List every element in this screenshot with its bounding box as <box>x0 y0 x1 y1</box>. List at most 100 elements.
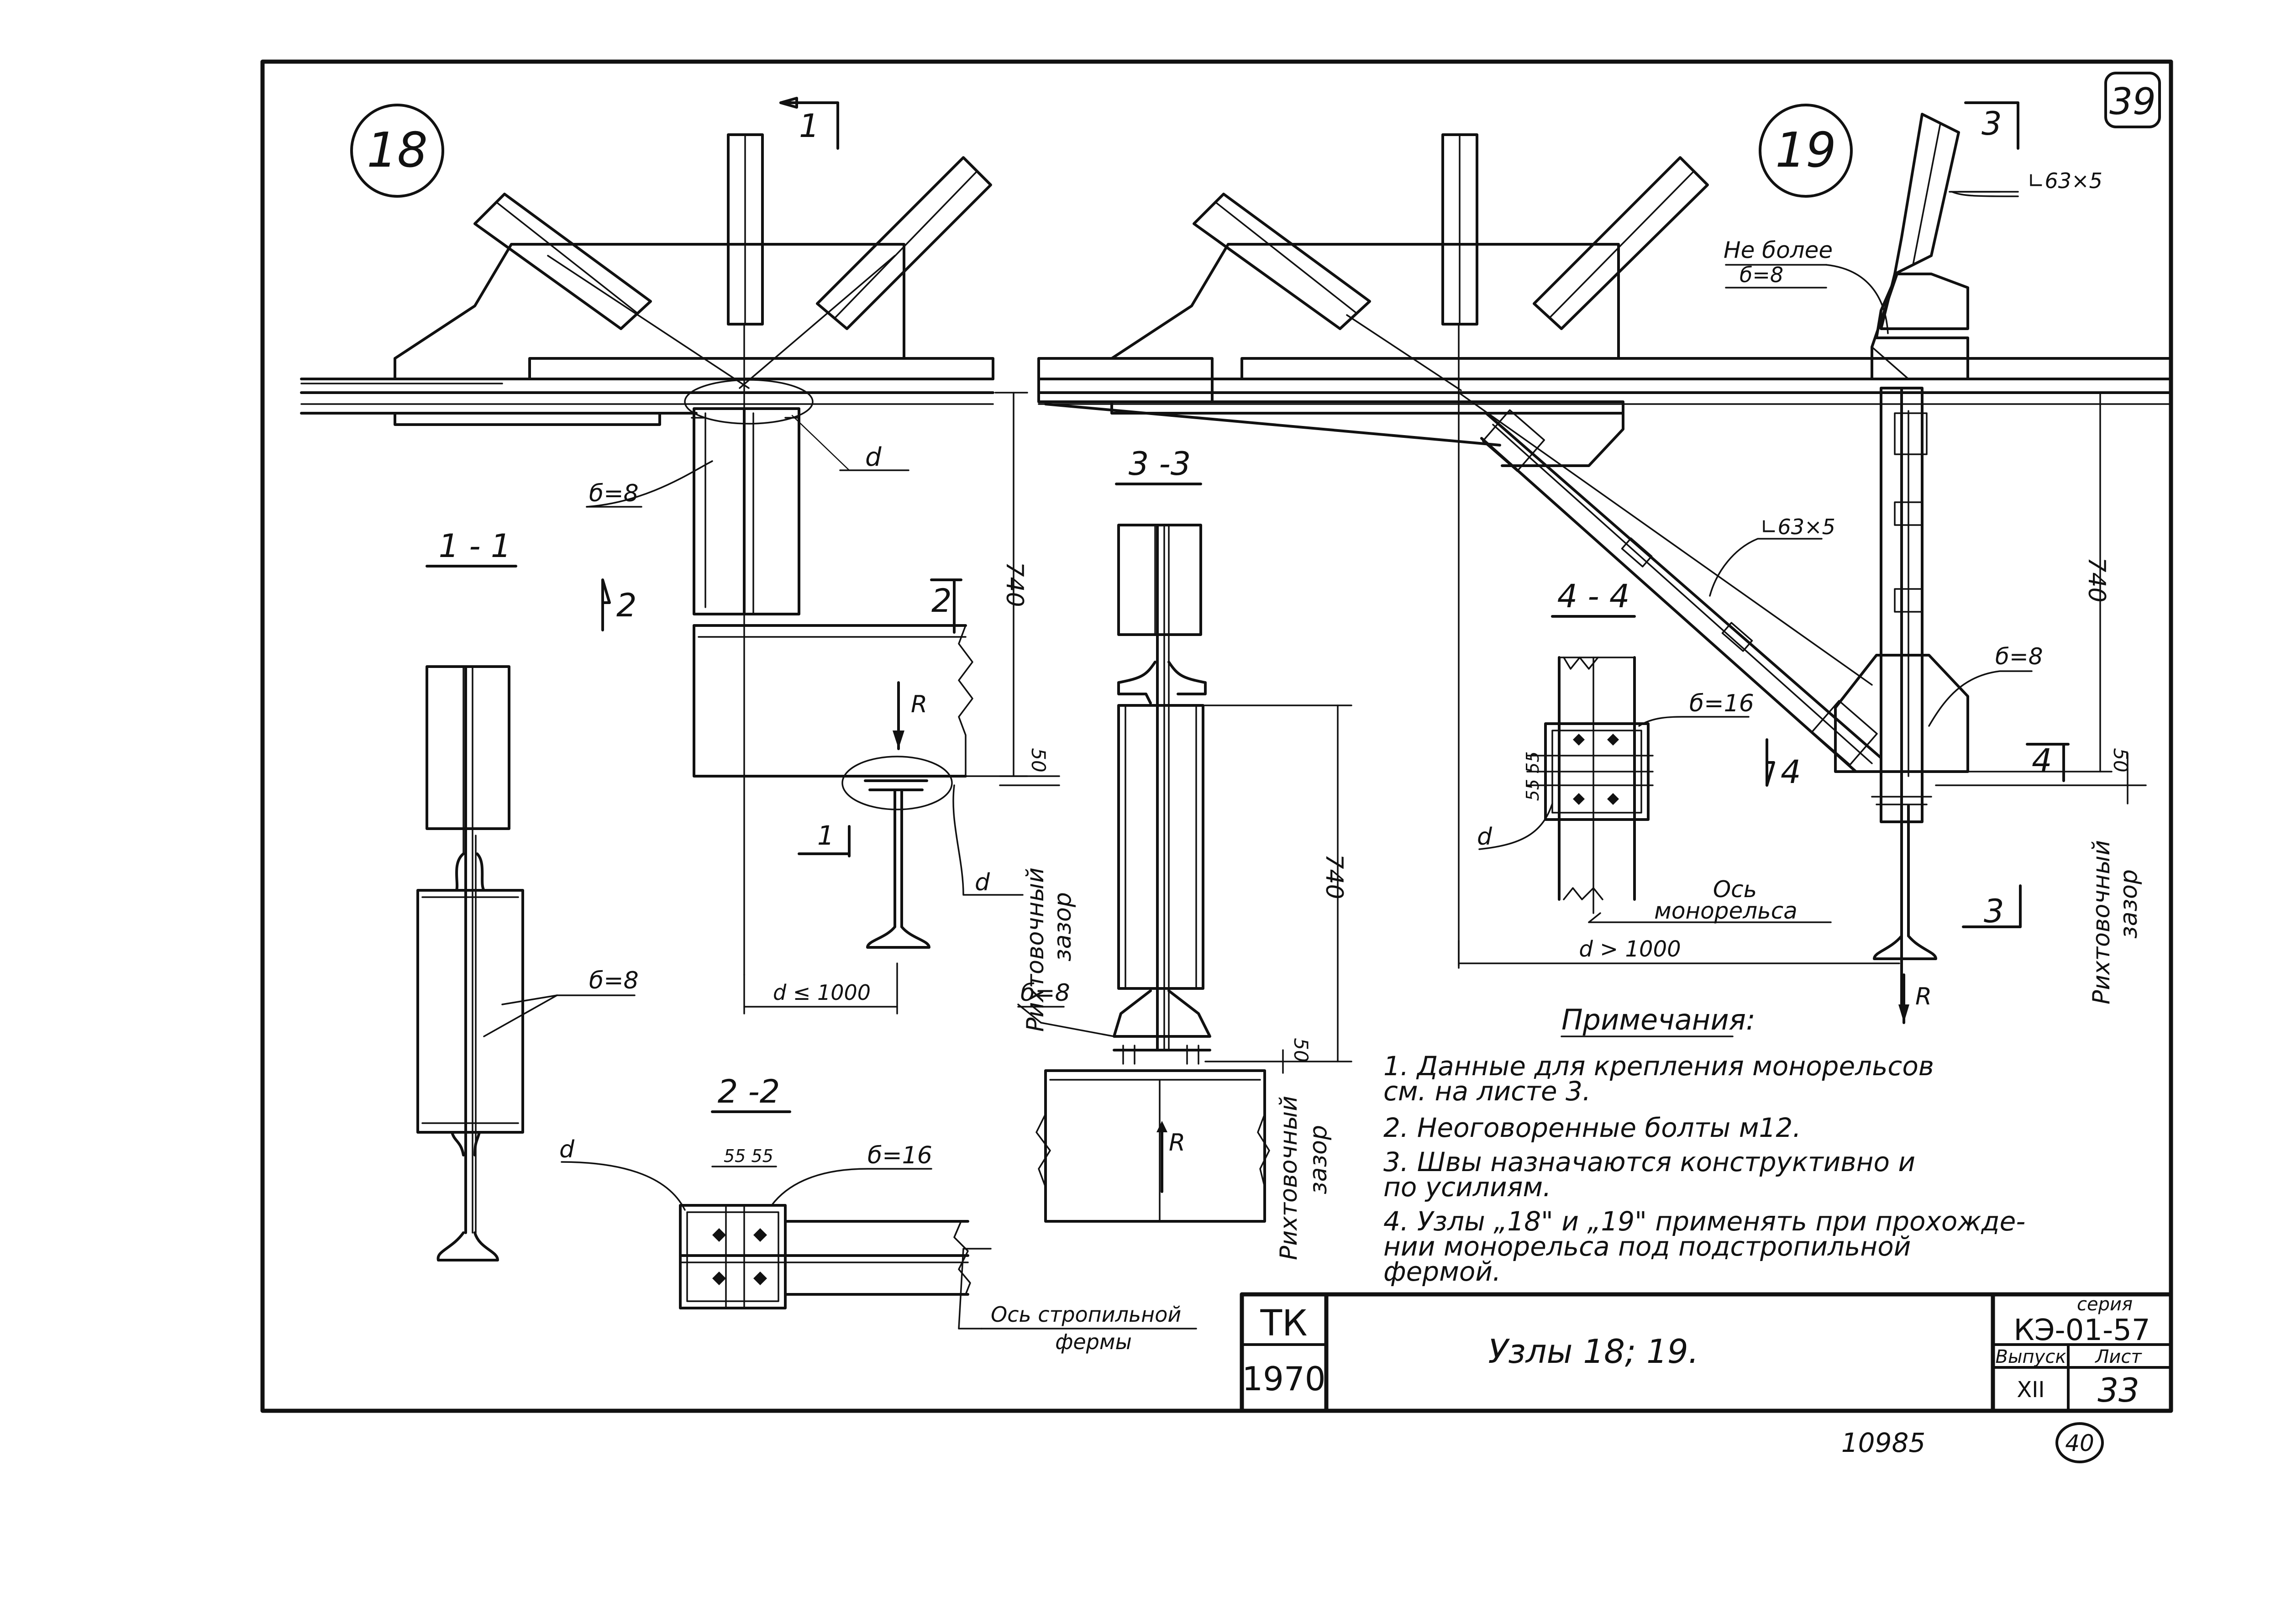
node-18-weld-label: d <box>865 442 882 472</box>
node-18-label-circle <box>350 104 444 198</box>
sheet-number-badge-text: 39 <box>2109 80 2156 123</box>
node-18-plate-label: б=8 <box>589 480 639 507</box>
node-19: 19 <box>1037 101 2172 1024</box>
section-2-2-weld-label: d <box>559 1136 575 1163</box>
node-18-dim-vertical: 740 50 <box>994 392 1060 786</box>
svg-text:740: 740 <box>2083 557 2110 602</box>
section-1-1: 1 - 1 б=8 <box>416 527 639 1261</box>
node-19-monorail-axis: Ось монорельса <box>1588 876 1832 924</box>
section-4-4-plate-label: б=16 <box>1689 690 1754 717</box>
sheet-number-badge: 39 <box>2104 72 2161 128</box>
node-19-diagonal-angle: ∟63×5 <box>1044 403 1882 773</box>
node-18-left-diagonal <box>473 193 750 389</box>
section-2-2-title: 2 -2 <box>718 1073 780 1110</box>
node-18-top-chord <box>300 357 994 426</box>
svg-text:1: 1 <box>799 107 820 145</box>
node-18-monorail: R <box>841 681 1060 949</box>
node-19-label: 19 <box>1775 122 1836 178</box>
node-19-note-line2: б=8 <box>1740 263 1783 287</box>
node-19-section-3-top: 3 <box>1964 101 2019 150</box>
title-block-sheet-value: 33 <box>2097 1371 2139 1409</box>
node-19-section-4-right: 4 <box>2026 742 2070 782</box>
svg-text:50: 50 <box>2109 748 2132 772</box>
node-19-right-diagonal <box>1533 156 1709 330</box>
notes-item-2: см. на листе 3. <box>1383 1076 1591 1107</box>
node-19-gusset <box>1110 243 1620 360</box>
notes-item-7: нии монорельса под подстропильной <box>1383 1231 1911 1262</box>
svg-text:3: 3 <box>1981 105 2002 142</box>
title-block-title: Узлы 18; 19. <box>1488 1332 1698 1371</box>
section-4-4-weld-label: d <box>1477 823 1493 851</box>
notes-item-8: фермой. <box>1383 1256 1501 1287</box>
node-18-gap-label-1: Рихтовочный <box>1022 867 1049 1032</box>
node-18-beam <box>693 624 973 778</box>
bottom-stamp: 40 <box>2065 1430 2094 1456</box>
section-4-4-dim-pitch: 55 55 <box>1523 752 1543 801</box>
svg-text:2: 2 <box>931 582 952 620</box>
section-4-4-title: 4 - 4 <box>1557 578 1630 615</box>
notes-item-6: 4. Узлы „18" и „19" применять при прохож… <box>1383 1206 2025 1237</box>
section-2-2-axis-label-2: фермы <box>1055 1330 1132 1354</box>
svg-text:R: R <box>1915 983 1932 1010</box>
svg-text:50: 50 <box>1290 1038 1312 1062</box>
title-block-issue-value: XII <box>2017 1377 2044 1403</box>
notes-item-3: 2. Неоговоренные болты м12. <box>1383 1112 1801 1143</box>
node-18-weld-zone <box>684 379 814 425</box>
notes-heading: Примечания: <box>1561 1003 1755 1036</box>
title-block-year: 1970 <box>1242 1360 1325 1398</box>
node-19-dim-horizontal: d > 1000 <box>1458 936 1900 969</box>
section-1-1-title: 1 - 1 <box>439 527 511 565</box>
svg-text:монорельса: монорельса <box>1654 898 1797 924</box>
inventory-number: 10985 <box>1841 1427 1926 1458</box>
node-19-left-diagonal <box>1193 193 1371 330</box>
node-19-note-line1: Не более <box>1724 237 1833 263</box>
notes-block: Примечания: 1. Данные для крепления моно… <box>1383 1003 2025 1287</box>
title-block-series-value: КЭ-01-57 <box>2013 1314 2150 1347</box>
node-18-section-2-left: 2 <box>601 578 637 631</box>
title-block-issue-caption: Выпуск <box>1996 1346 2066 1367</box>
node-19-angle-top-label: ∟63×5 <box>2027 168 2102 193</box>
section-2-2: 2 -2 d 55 55 б=16 Ось стропильной фермы <box>559 1073 1197 1354</box>
svg-text:2: 2 <box>616 587 637 624</box>
node-18-label: 18 <box>367 122 428 178</box>
node-19-section-3-bottom: 3 <box>1962 884 2022 930</box>
section-3-3-title: 3 -3 <box>1129 445 1191 483</box>
node-18-gusset <box>394 243 905 360</box>
svg-text:d ≤ 1000: d ≤ 1000 <box>773 980 871 1005</box>
sheet-frame <box>260 59 2173 1413</box>
svg-text:3: 3 <box>1984 893 2004 930</box>
node-18-section-1-top: 1 <box>779 97 839 150</box>
notes-item-5: по усилиям. <box>1383 1172 1551 1203</box>
node-18: 18 <box>300 97 1077 1032</box>
bottom-stamp-circle <box>2055 1422 2104 1463</box>
section-1-1-plate-label: б=8 <box>589 967 639 994</box>
svg-text:d > 1000: d > 1000 <box>1579 936 1681 962</box>
svg-text:740: 740 <box>1320 854 1348 899</box>
node-19-gap-label-1: Рихтовочный <box>2088 840 2115 1004</box>
node-18-section-1-bottom: 1 <box>798 820 851 857</box>
svg-text:4: 4 <box>1781 753 1801 791</box>
node-19-section-4-left: 4 <box>1766 738 1801 791</box>
node-18-right-diagonal <box>739 156 992 389</box>
node-18-section-2-right: 2 <box>930 578 962 634</box>
title-block-org: ТК <box>1260 1303 1307 1344</box>
node-19-angle-diag-label: ∟63×5 <box>1760 515 1835 539</box>
node-19-gap-label-2: зазор <box>2115 869 2143 939</box>
node-19-label-circle <box>1759 104 1853 198</box>
node-19-plate-label: б=8 <box>1995 643 2043 670</box>
node-19-vertical-hanger: R б=8 <box>1834 387 2043 1024</box>
section-3-3-gap-label-2: зазор <box>1305 1125 1332 1194</box>
section-2-2-plate-label: б=16 <box>867 1142 932 1169</box>
svg-text:R: R <box>911 691 927 718</box>
node-19-dim-vertical: 740 50 <box>1935 392 2147 804</box>
section-3-3-gap-label-1: Рихтовочный <box>1275 1096 1303 1260</box>
node-19-vertical <box>1441 133 1478 326</box>
title-block: ТК 1970 Узлы 18; 19. серия КЭ-01-57 Выпу… <box>1240 1292 2173 1413</box>
section-2-2-dim-pitch: 55 55 <box>724 1146 773 1166</box>
node-18-gap-label-2: зазор <box>1049 892 1077 962</box>
section-2-2-axis-label-1: Ось стропильной <box>991 1302 1181 1327</box>
node-18-weld-label-bottom: d <box>975 869 990 896</box>
svg-text:740: 740 <box>1001 562 1028 607</box>
notes-item-4: 3. Швы назначаются конструктивно и <box>1383 1146 1915 1177</box>
